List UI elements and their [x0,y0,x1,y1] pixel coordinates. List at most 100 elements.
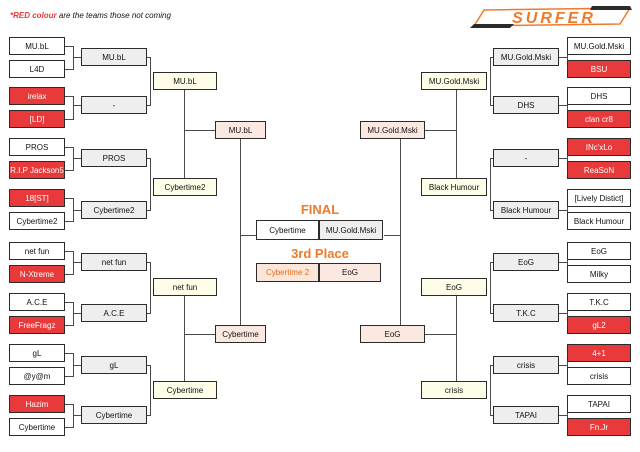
bracket-connector [490,158,494,159]
team-box: Black Humour [567,212,631,230]
team-box: MU.Gold.Mski [360,121,425,139]
team-box: irelax [9,87,65,105]
bracket-connector [73,105,82,106]
bracket-connector [567,251,568,275]
bracket-connector [73,57,82,58]
bracket-connector [240,139,241,325]
bracket-connector [425,130,457,131]
team-box: L4D [9,60,65,78]
bracket-connector [567,302,568,326]
bracket-connector [147,313,151,314]
bracket-connector [150,365,151,416]
team-box: EoG [421,278,487,296]
team-box: crisis [421,381,487,399]
bracket-connector [147,365,151,366]
bracket-connector [73,365,82,366]
bracket-connector [147,105,151,106]
bracket-connector [425,334,457,335]
bracket-connector [490,313,494,314]
bracket-connector [73,404,74,428]
bracket-connector [567,404,568,428]
team-box: @y@m [9,367,65,385]
bracket-connector [150,57,151,106]
bracket-connector [65,119,74,120]
bracket-connector [65,46,74,47]
team-box: TAPAI [493,406,559,424]
team-box: gL2 [567,316,631,334]
bracket-connector [65,221,74,222]
team-box: Fn.Jr [567,418,631,436]
bracket-connector [73,302,74,326]
team-box: net fun [153,278,217,296]
final-heading: FINAL [300,202,340,217]
bracket-connector [490,158,491,211]
team-box: clan cr8 [567,110,631,128]
bracket-connector [184,296,185,381]
team-box: TAPAI [567,395,631,413]
team-box: MU.bL [81,48,147,66]
team-box: MU.Gold.Mski [421,72,487,90]
legend-red-text: *RED colour [10,11,57,20]
team-box: Cybertime [153,381,217,399]
third-place-team-right: EoG [319,263,381,282]
team-box: MU.bL [9,37,65,55]
legend-rest-text: are the teams those not coming [56,11,171,20]
team-box: Milky [567,265,631,283]
bracket-connector [65,274,74,275]
bracket-connector [65,325,74,326]
team-box: gL [9,344,65,362]
bracket-connector [65,251,74,252]
team-box: R.I.P Jackson5 [9,161,65,179]
team-box: gL [81,356,147,374]
bracket-connector [559,210,568,211]
team-box: Cybertime [215,325,266,343]
team-box: Cybertime2 [9,212,65,230]
bracket-connector [559,262,568,263]
team-box: - [81,96,147,114]
team-box: MU.Gold.Mski [567,37,631,55]
bracket-connector [559,105,568,106]
team-box: DHS [567,87,631,105]
team-box: Black Humour [493,201,559,219]
team-box: FreeFragz [9,316,65,334]
bracket-connector [65,302,74,303]
team-box: N-Xtreme [9,265,65,283]
bracket-connector [559,365,568,366]
final-team-right: MU.Gold.Mski [319,220,383,240]
team-box: PROS [9,138,65,156]
bracket-connector [490,262,491,314]
team-box: - [493,149,559,167]
bracket-connector [73,313,82,314]
logo-text: SURFER [512,10,596,27]
team-box: MU.Gold.Mski [493,48,559,66]
bracket-connector [65,96,74,97]
bracket-connector [490,365,494,366]
team-box: net fun [81,253,147,271]
team-box: crisis [567,367,631,385]
bracket-connector [400,139,401,325]
third-place-team-left: Cybertime 2 [256,263,319,282]
bracket-connector [147,262,151,263]
bracket-connector [150,262,151,314]
team-box: Cybertime [81,406,147,424]
surfer-logo: SURFER [470,6,632,28]
bracket-connector [490,365,491,416]
bracket-connector [567,96,568,120]
bracket-connector [73,415,82,416]
team-box: PROS [81,149,147,167]
team-box: DHS [493,96,559,114]
bracket-connector [456,296,457,381]
team-box: T.K.C [567,293,631,311]
bracket-connector [147,415,151,416]
bracket-connector [65,198,74,199]
team-box: BSU [567,60,631,78]
bracket-connector [65,170,74,171]
team-box: A.C.E [9,293,65,311]
bracket-connector [240,235,256,236]
team-box: MU.bL [215,121,266,139]
bracket-connector [490,57,494,58]
bracket-connector [456,90,457,178]
bracket-connector [184,130,216,131]
bracket-connector [150,158,151,211]
